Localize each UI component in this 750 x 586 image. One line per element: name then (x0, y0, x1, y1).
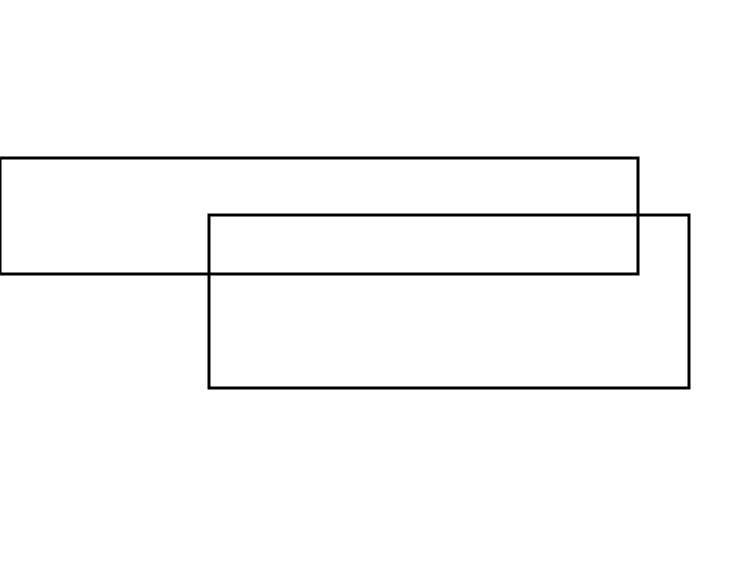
rectangle-bottom (207, 213, 691, 390)
